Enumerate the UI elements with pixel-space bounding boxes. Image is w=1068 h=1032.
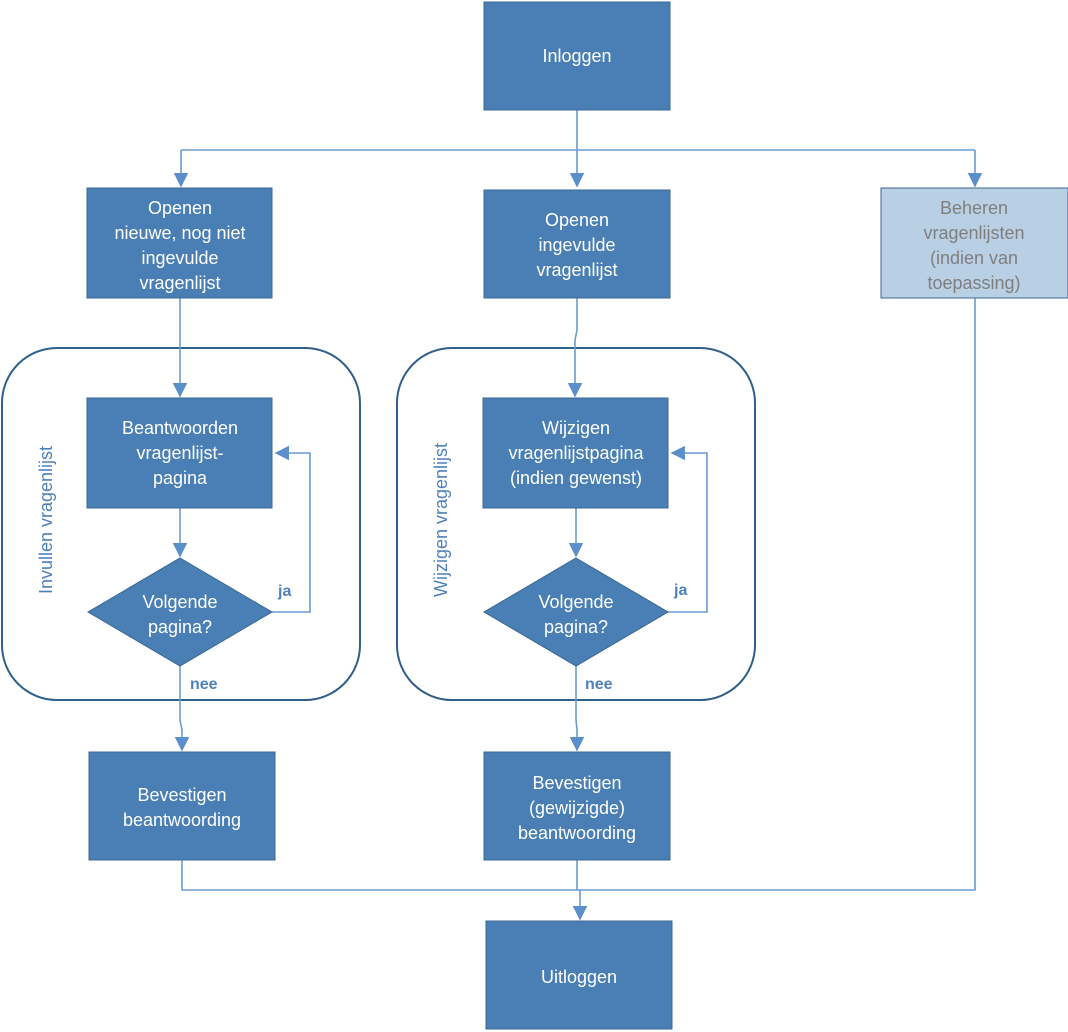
connector-line [181, 860, 580, 891]
edge-label-ja: ja [673, 582, 687, 599]
node-openen-nieuwe-vragenlijst: Openen nieuwe, nog niet ingevulde vragen… [86, 187, 273, 299]
node-label: vragenlijst- [136, 443, 223, 463]
node-label: Bevestigen [137, 785, 226, 805]
node-inloggen: Inloggen [483, 1, 671, 111]
node-label: (indien gewenst) [510, 468, 642, 488]
node-bevestigen-beantwoording: Bevestigen beantwoording [88, 751, 276, 861]
connector-arrow [567, 298, 583, 398]
node-label: ingevulde [538, 235, 615, 255]
node-label: Openen [545, 210, 609, 230]
connector-arrow-nee [569, 666, 585, 752]
node-label: nieuwe, nog niet [114, 223, 245, 243]
group-invullen-vragenlijst [1, 347, 361, 701]
edge-label-nee: nee [190, 676, 218, 693]
node-openen-ingevulde-vragenlijst: Openen ingevulde vragenlijst [483, 189, 671, 299]
node-label: Beantwoorden [122, 418, 238, 438]
node-label: (gewijzigde) [529, 798, 625, 818]
edge-label-ja: ja [277, 583, 291, 600]
node-label: Beheren [940, 198, 1008, 218]
node-label: ingevulde [141, 248, 218, 268]
connector-arrow-nee [174, 666, 190, 752]
node-label: Wijzigen [542, 418, 610, 438]
decision-volgende-pagina-2: Volgende pagina? [483, 557, 669, 667]
node-label: vragenlijst [536, 260, 617, 280]
loop-arrow-ja [272, 445, 311, 613]
node-label: Inloggen [542, 46, 611, 66]
node-label: pagina? [148, 617, 212, 637]
node-label: pagina [153, 468, 208, 488]
node-label: vragenlijsten [923, 223, 1024, 243]
node-label: beantwoording [518, 823, 636, 843]
node-beheren-vragenlijsten: Beheren vragenlijsten (indien van toepas… [880, 187, 1068, 299]
node-wijzigen-vragenlijstpagina: Wijzigen vragenlijstpagina (indien gewen… [482, 397, 669, 509]
group-label-invullen: Invullen vragenlijst [36, 446, 56, 594]
node-bevestigen-gewijzigde-beantwoording: Bevestigen (gewijzigde) beantwoording [483, 751, 671, 861]
node-label: pagina? [544, 617, 608, 637]
node-label: Uitloggen [541, 967, 617, 987]
node-beantwoorden-vragenlijstpagina: Beantwoorden vragenlijst- pagina [86, 397, 273, 509]
node-label: toepassing) [927, 273, 1020, 293]
node-label: Volgende [142, 592, 217, 612]
connectors [172, 110, 983, 921]
connector-line [580, 298, 976, 891]
edge-label-nee: nee [585, 676, 613, 693]
loop-arrow-ja [668, 445, 708, 613]
node-label: Bevestigen [532, 773, 621, 793]
group-label-wijzigen: Wijzigen vragenlijst [431, 443, 451, 597]
node-label: Openen [148, 198, 212, 218]
node-label: Volgende [538, 592, 613, 612]
node-label: beantwoording [123, 810, 241, 830]
node-label: vragenlijstpagina [508, 443, 644, 463]
node-label: vragenlijst [139, 273, 220, 293]
node-uitloggen: Uitloggen [485, 920, 673, 1030]
node-label: (indien van [930, 248, 1018, 268]
decision-volgende-pagina-1: Volgende pagina? [87, 557, 273, 667]
